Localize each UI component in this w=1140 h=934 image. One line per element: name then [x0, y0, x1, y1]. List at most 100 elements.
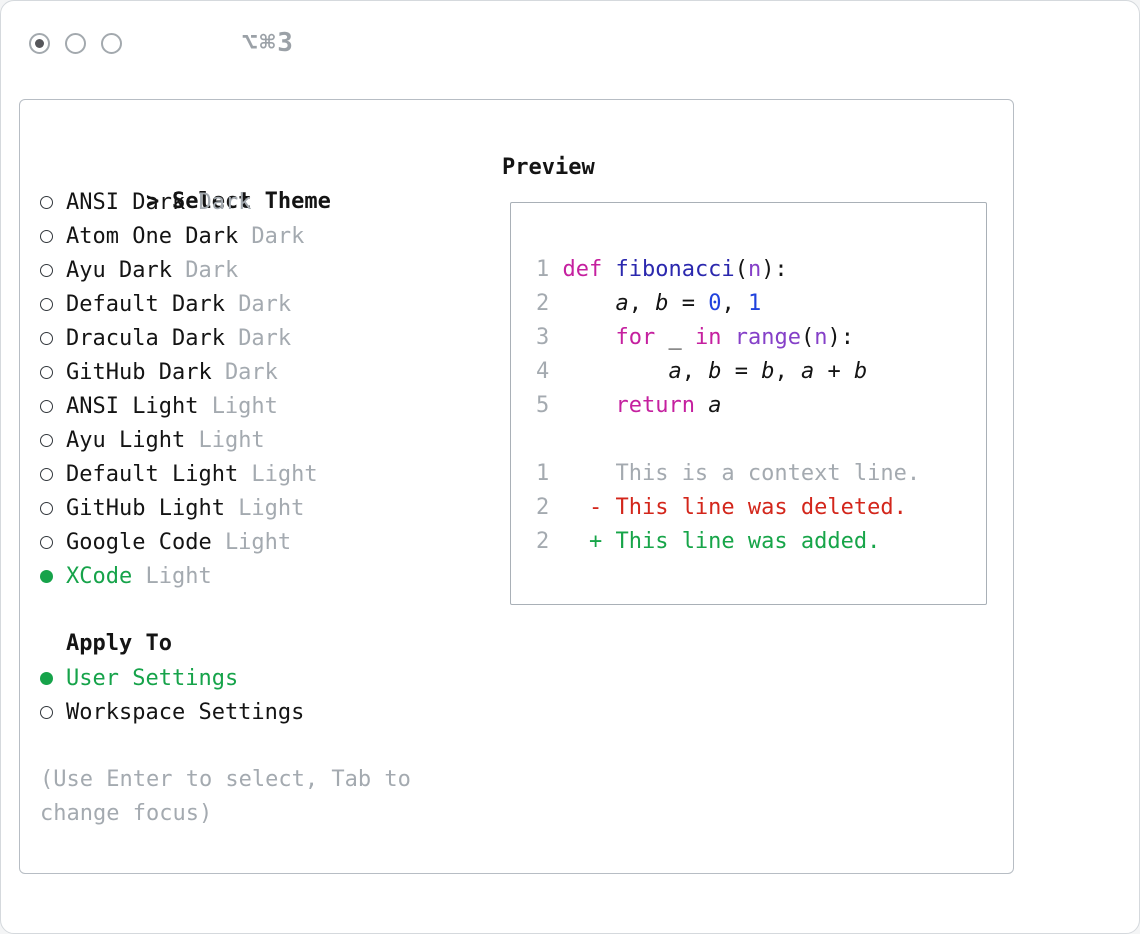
- select-theme-title: > Select Theme: [40, 151, 480, 214]
- radio-icon: [40, 399, 53, 413]
- code-token: in: [694, 325, 722, 350]
- code-token: ,: [628, 291, 656, 316]
- line-number: 5: [536, 393, 550, 418]
- theme-name: Atom One Dark: [66, 223, 239, 249]
- code-token: ):: [827, 325, 854, 350]
- code-token: a: [800, 359, 815, 384]
- apply-to-option[interactable]: Workspace Settings: [40, 695, 480, 729]
- code-token: _: [668, 325, 682, 350]
- code-token: (: [800, 325, 815, 350]
- diff-line: 2 + This line was added.: [536, 525, 986, 559]
- theme-variant-label: Light: [145, 563, 212, 589]
- apply-to-option[interactable]: User Settings: [40, 661, 480, 695]
- line-number: 2: [536, 495, 550, 520]
- diff-text: + This line was added.: [562, 529, 881, 554]
- code-token: [562, 359, 668, 384]
- code-token: =: [721, 359, 762, 384]
- theme-name: ANSI Light: [66, 393, 199, 419]
- code-token: n: [814, 325, 828, 350]
- code-line: 5 return a: [536, 389, 986, 423]
- theme-option[interactable]: ANSI Light Light: [40, 389, 480, 423]
- hint-text: (Use Enter to select, Tab to change focu…: [40, 767, 411, 826]
- line-number: 4: [536, 359, 550, 384]
- theme-name: Ayu Light: [66, 427, 186, 453]
- traffic-light-close-button[interactable]: [29, 32, 50, 54]
- code-line: 2 a, b = 0, 1: [536, 287, 986, 321]
- theme-name: GitHub Dark: [66, 359, 212, 385]
- code-token: b: [853, 359, 868, 384]
- apply-to-title: Apply To: [66, 631, 172, 656]
- code-line: 4 a, b = b, a + b: [536, 355, 986, 389]
- theme-option[interactable]: XCode Light: [40, 559, 480, 593]
- code-token: 1: [747, 291, 762, 316]
- traffic-light-minimize-button[interactable]: [65, 32, 86, 54]
- select-theme-label: Select Theme: [171, 189, 331, 214]
- theme-option[interactable]: Atom One Dark Dark: [40, 219, 480, 253]
- code-token: b: [708, 359, 722, 384]
- code-token: def: [562, 257, 616, 282]
- radio-icon: [40, 705, 53, 719]
- line-number: 2: [536, 529, 550, 554]
- theme-name: Dracula Dark: [66, 325, 225, 351]
- code-token: (: [734, 257, 748, 282]
- theme-variant-label: Dark: [198, 189, 252, 215]
- diff-text: This is a context line.: [562, 461, 921, 486]
- radio-icon: [40, 263, 53, 277]
- code-token: a: [615, 291, 629, 316]
- code-token: return: [615, 393, 695, 418]
- code-token: b: [761, 359, 775, 384]
- radio-icon: [40, 535, 53, 549]
- code-token: =: [668, 291, 709, 316]
- theme-name: Default Dark: [66, 291, 225, 317]
- theme-option[interactable]: ANSI Dark Dark: [40, 185, 480, 219]
- theme-variant-label: Dark: [251, 223, 305, 249]
- theme-variant-label: Light: [238, 495, 305, 521]
- traffic-light-zoom-button[interactable]: [101, 32, 122, 54]
- theme-variant-label: Light: [211, 393, 278, 419]
- theme-variant-label: Light: [251, 461, 318, 487]
- radio-selected-icon: [40, 671, 53, 685]
- theme-name: Google Code: [66, 529, 212, 555]
- code-line: 3 for _ in range(n):: [536, 321, 986, 355]
- traffic-light-dot-icon: [35, 38, 44, 48]
- line-number: 1: [536, 257, 550, 282]
- theme-option[interactable]: Default Light Light: [40, 457, 480, 491]
- cursor-prefix-icon: >: [145, 189, 160, 214]
- code-token: a: [668, 359, 682, 384]
- code-token: [682, 325, 695, 350]
- code-token: for: [615, 325, 656, 350]
- theme-variant-label: Light: [198, 427, 265, 453]
- theme-variant-label: Dark: [224, 359, 278, 385]
- theme-option[interactable]: GitHub Dark Dark: [40, 355, 480, 389]
- preview-title: Preview: [502, 155, 595, 180]
- radio-icon: [40, 365, 53, 379]
- theme-name: ANSI Dark: [66, 189, 186, 215]
- code-token: ):: [761, 257, 788, 282]
- theme-variant-label: Light: [224, 529, 292, 555]
- radio-icon: [40, 195, 53, 209]
- radio-icon: [40, 297, 53, 311]
- code-token: fibonacci: [615, 257, 735, 282]
- theme-name: XCode: [66, 563, 133, 589]
- radio-icon: [40, 331, 53, 345]
- code-token: ,: [721, 291, 748, 316]
- line-number: 3: [536, 325, 550, 350]
- line-number: 1: [536, 461, 550, 486]
- code-token: [695, 393, 708, 418]
- theme-option[interactable]: Ayu Light Light: [40, 423, 480, 457]
- theme-option[interactable]: Google Code Light: [40, 525, 480, 559]
- theme-name: Default Light: [66, 461, 239, 487]
- code-token: ,: [681, 359, 709, 384]
- code-token: ,: [774, 359, 801, 384]
- apply-to-name: User Settings: [66, 665, 239, 691]
- keyboard-shortcut-label: ⌥⌘3: [242, 28, 295, 58]
- code-token: [562, 325, 615, 350]
